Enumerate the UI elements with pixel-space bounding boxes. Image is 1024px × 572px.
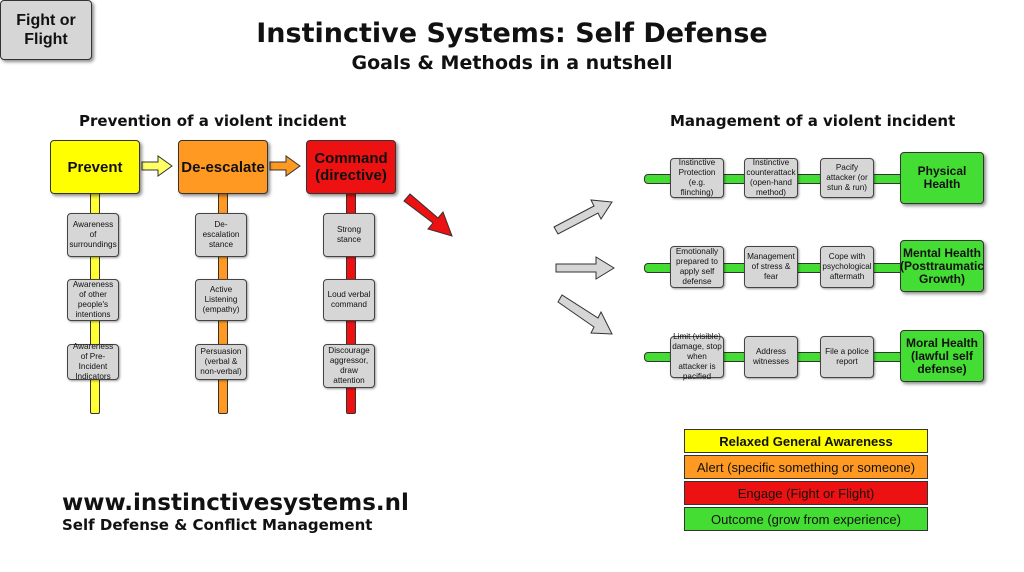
arrow-fight-to-moral (557, 294, 613, 335)
page-title: Instinctive Systems: Self Defense (256, 18, 768, 49)
row2-step-1: Emotionally prepared to apply self defen… (670, 246, 724, 288)
legend-engage: Engage (Fight or Flight) (684, 481, 928, 505)
prevent-item-2: Awareness of other people's intentions (67, 279, 119, 321)
legend-relaxed: Relaxed General Awareness (684, 429, 928, 453)
command-box: Command (directive) (306, 140, 396, 194)
deescalate-box: De-escalate (178, 140, 268, 194)
row1-step-3: Pacify attacker (or stun & run) (820, 158, 874, 198)
arrow-fight-to-mental (555, 256, 615, 280)
row2-step-3: Cope with psychological aftermath (820, 246, 874, 288)
row1-step-2: Instinctive counterattack (open-hand met… (744, 158, 798, 198)
command-item-2: Loud verbal command (323, 279, 375, 321)
deescalate-item-2: Active Listening (empathy) (195, 279, 247, 321)
row1-step-1: Instinctive Protection (e.g. flinching) (670, 158, 724, 198)
prevent-item-3: Awareness of Pre-Incident Indicators (67, 342, 119, 381)
outcome-moral-health: Moral Health (lawful self defense) (900, 330, 984, 382)
management-heading: Management of a violent incident (670, 112, 956, 130)
fight-or-flight-box: Fight or Flight (0, 0, 92, 60)
website-link[interactable]: www.instinctivesystems.nl (62, 490, 409, 516)
legend-alert: Alert (specific something or someone) (684, 455, 928, 479)
deescalate-item-1: De-escalation stance (195, 213, 247, 257)
outcome-mental-health: Mental Health (Posttraumatic Growth) (900, 240, 984, 292)
row3-step-3: File a police report (820, 336, 874, 378)
fight-or-flight-label: Fight or Flight (16, 12, 76, 48)
prevent-box: Prevent (50, 140, 140, 194)
arrow-fight-to-physical (553, 199, 613, 235)
row2-step-2: Management of stress & fear (744, 246, 798, 288)
command-item-1: Strong stance (323, 213, 375, 257)
arrow-prevent-to-deescalate (141, 155, 173, 177)
prevention-heading: Prevention of a violent incident (79, 112, 347, 130)
outcome-physical-health: Physical Health (900, 152, 984, 204)
command-item-3: Discourage aggressor, draw attention (323, 344, 375, 388)
legend-outcome: Outcome (grow from experience) (684, 507, 928, 531)
arrow-deescalate-to-command (269, 155, 301, 177)
tagline: Self Defense & Conflict Management (62, 516, 373, 534)
page-subtitle: Goals & Methods in a nutshell (351, 52, 673, 74)
row3-step-1: Limit (visible) damage, stop when attack… (670, 332, 724, 381)
arrow-command-to-fight (403, 193, 453, 237)
prevent-item-1: Awareness of surroundings (67, 213, 119, 257)
row3-step-2: Address witnesses (744, 336, 798, 378)
deescalate-item-3: Persuasion (verbal & non-verbal) (195, 344, 247, 380)
